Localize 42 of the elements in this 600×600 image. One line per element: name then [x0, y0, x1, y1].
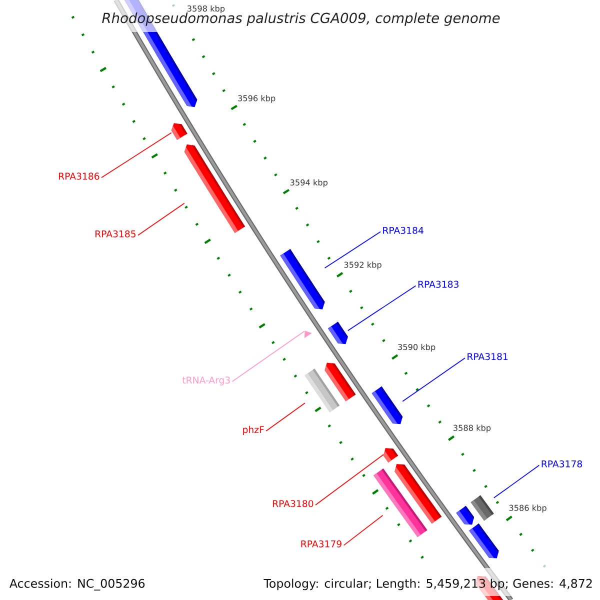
gene-label: RPA3178	[542, 460, 582, 468]
scale-label: 3586 kbp	[509, 504, 546, 512]
scale-label: 3592 kbp	[344, 262, 382, 270]
gene-bar	[456, 506, 474, 525]
leader-line	[101, 132, 172, 178]
title: Rhodopseudomonas palustris CGA009, complete genome	[102, 12, 500, 26]
scale-label: 3594 kbp	[290, 179, 328, 188]
scale-label: 3596 kbp	[238, 95, 276, 103]
leader-line	[493, 464, 540, 498]
footer-text: Topology: circular; Length: 5,459,213 bp; Genes: 4,872	[264, 578, 592, 590]
gene-label: phzF	[243, 426, 264, 435]
gene-bar	[383, 448, 398, 463]
gene-label: RPA3186	[58, 172, 100, 180]
leader-line	[138, 202, 185, 236]
leader-line	[315, 454, 384, 506]
gene-label: RPA3184	[383, 226, 424, 234]
feature-bar	[470, 495, 494, 521]
scale-label: 3590 kbp	[398, 344, 436, 352]
triangle-marker	[304, 330, 312, 338]
footer-text: Accession: NC_005296	[10, 578, 145, 590]
leader-line	[324, 231, 381, 268]
leader-line	[266, 402, 306, 432]
gene-label: RPA3185	[95, 230, 136, 238]
gene-label: tRNA-Arg3	[182, 376, 230, 386]
leader-line	[347, 285, 416, 332]
gene-label: RPA3183	[418, 280, 458, 288]
leader-line	[232, 330, 305, 382]
gene-bar	[372, 386, 403, 424]
leader-line	[343, 514, 384, 546]
feature-bar	[374, 468, 428, 538]
gene-bar	[184, 144, 246, 233]
leader-line	[402, 358, 466, 402]
gene-bar	[328, 322, 348, 344]
feature-bar	[304, 368, 340, 412]
gene-label: RPA3179	[301, 540, 342, 548]
gene-bar	[469, 524, 499, 558]
scale-label: 3598 kbp	[188, 5, 225, 14]
gene-bar	[171, 123, 188, 140]
gene-bar	[280, 249, 325, 310]
gene-label: RPA3181	[468, 353, 508, 360]
gene-label: RPA3180	[272, 500, 314, 508]
scale-label: 3588 kbp	[454, 424, 491, 432]
